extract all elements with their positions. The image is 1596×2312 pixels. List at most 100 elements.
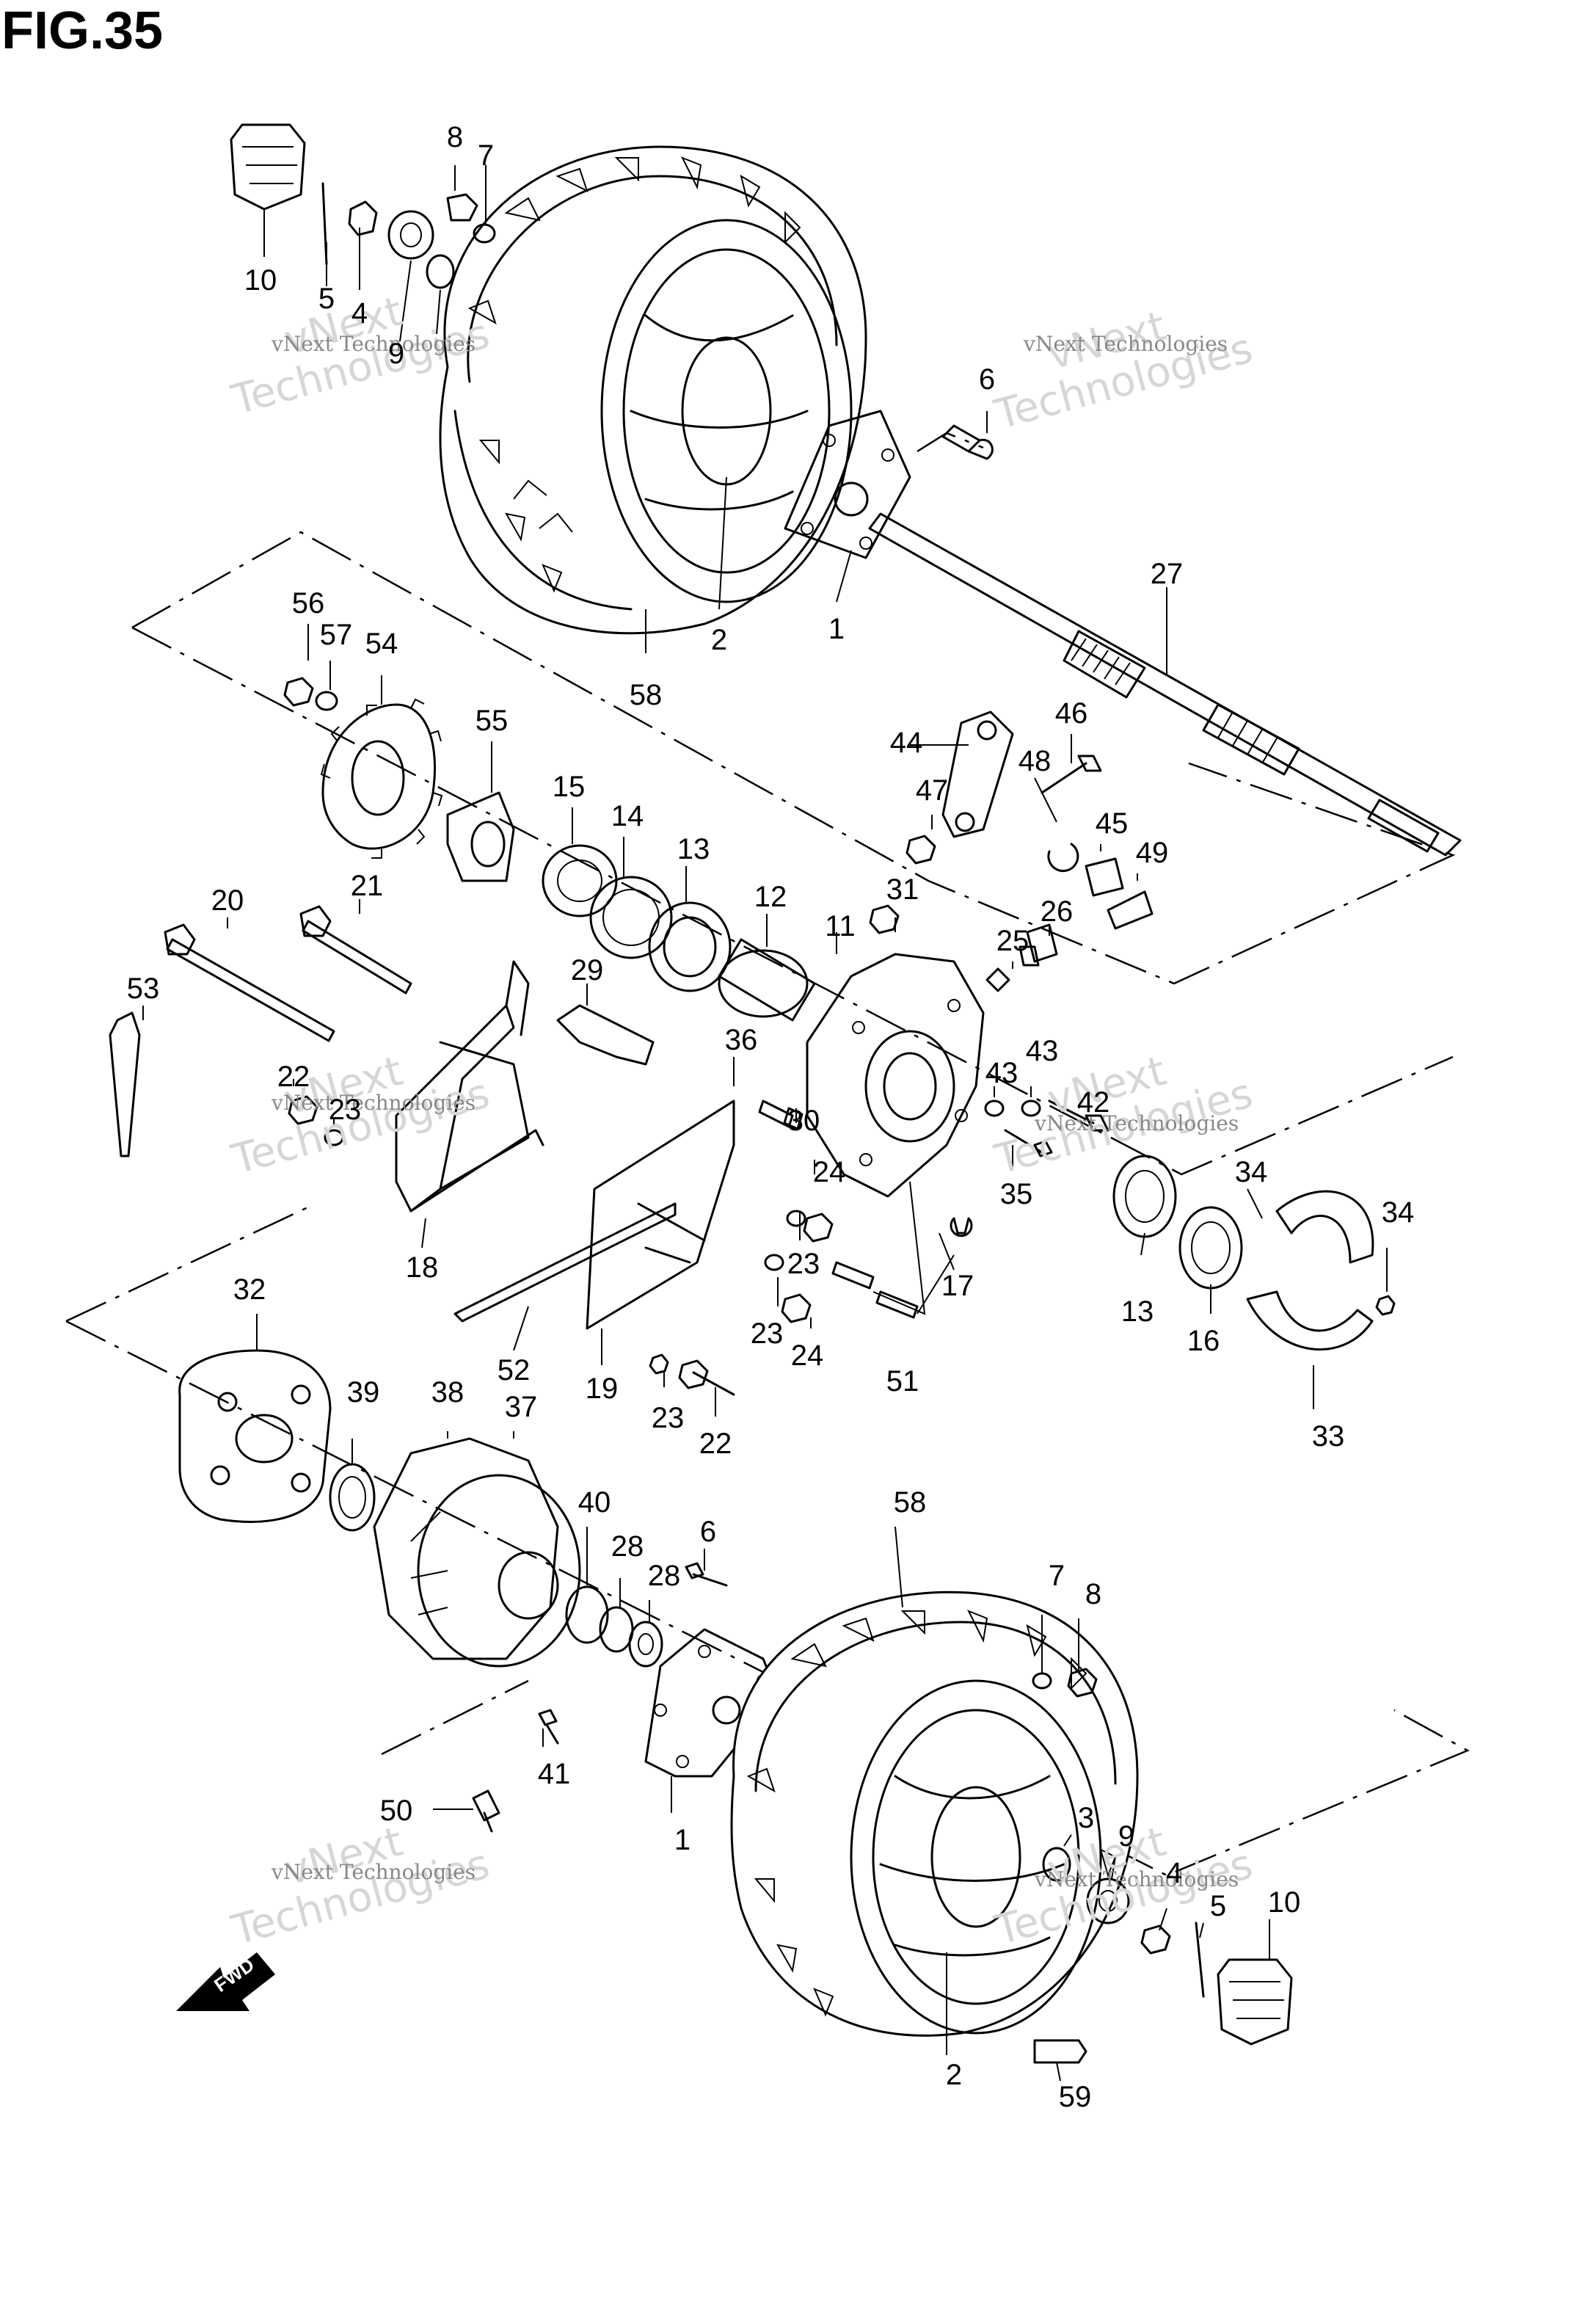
callout-9: 9 <box>1118 1820 1134 1853</box>
lower-bolts[interactable] <box>472 1562 728 1833</box>
forward-direction-arrow: FWD <box>176 1952 275 2011</box>
callout-4: 4 <box>351 297 368 330</box>
brake-cable-52[interactable] <box>453 1202 677 1323</box>
callout-24: 24 <box>813 1156 846 1188</box>
callout-10: 10 <box>244 264 277 297</box>
callout-36: 36 <box>725 1024 758 1056</box>
callout-2: 2 <box>946 2059 962 2091</box>
callout-59: 59 <box>1059 2081 1092 2113</box>
callout-50: 50 <box>380 1795 413 1827</box>
callout-12: 12 <box>754 881 787 913</box>
callout-9: 9 <box>388 338 404 370</box>
small-fasteners-mid[interactable] <box>288 1095 1109 1396</box>
figure-title: FIG.35 <box>1 1 163 60</box>
callout-6: 6 <box>979 363 995 396</box>
callout-17: 17 <box>941 1270 974 1302</box>
callout-29: 29 <box>571 954 604 986</box>
callout-35: 35 <box>1000 1178 1033 1210</box>
upper-hub-flange[interactable] <box>784 410 911 559</box>
brake-drum-38[interactable] <box>373 1437 581 1668</box>
callout-23: 23 <box>787 1248 820 1280</box>
callout-41: 41 <box>538 1758 571 1790</box>
callout-8: 8 <box>447 121 463 153</box>
upper-wheel-bolt[interactable] <box>941 424 994 460</box>
brake-drum-cover-32[interactable] <box>178 1349 332 1523</box>
callout-45: 45 <box>1096 807 1129 840</box>
callout-48: 48 <box>1019 745 1052 777</box>
callout-43: 43 <box>1026 1035 1059 1067</box>
lower-wheel-rim[interactable] <box>850 1679 1102 2035</box>
callout-56: 56 <box>292 587 325 619</box>
upper-wheel-tire[interactable] <box>439 145 867 635</box>
callout-58: 58 <box>630 679 663 711</box>
callout-55: 55 <box>475 705 509 737</box>
center-plate-19[interactable] <box>586 1099 735 1330</box>
torque-rod[interactable] <box>906 710 1154 930</box>
callout-58: 58 <box>894 1486 927 1519</box>
callout-4: 4 <box>1166 1857 1182 1889</box>
callout-26: 26 <box>1041 895 1074 928</box>
svg-text:vNext Technologies: vNext Technologies <box>1023 332 1228 356</box>
callout-37: 37 <box>505 1391 538 1423</box>
callout-25: 25 <box>996 925 1030 957</box>
callout-39: 39 <box>347 1376 380 1408</box>
callout-14: 14 <box>611 800 644 832</box>
callout-27: 27 <box>1151 558 1184 590</box>
callout-57: 57 <box>320 619 353 651</box>
svg-text:vNext Technologies: vNext Technologies <box>1034 1111 1239 1135</box>
callout-34: 34 <box>1235 1156 1268 1188</box>
callout-54: 54 <box>365 628 398 660</box>
callout-1: 1 <box>828 613 845 645</box>
callout-28: 28 <box>648 1560 681 1592</box>
callout-1: 1 <box>674 1824 690 1856</box>
brake-lever-53[interactable] <box>109 1011 141 1157</box>
sprocket-hub[interactable] <box>446 791 515 882</box>
callout-28: 28 <box>611 1530 644 1563</box>
callout-13: 13 <box>677 833 710 865</box>
callout-49: 49 <box>1136 837 1169 869</box>
callout-21: 21 <box>351 870 384 902</box>
rear-axle-shaft[interactable] <box>868 512 1462 857</box>
callout-7: 7 <box>1049 1560 1065 1592</box>
callout-52: 52 <box>498 1354 531 1386</box>
callout-42: 42 <box>1077 1086 1110 1119</box>
swingarm-bracket[interactable] <box>395 960 544 1213</box>
upper-axle-nut-set[interactable] <box>230 123 496 289</box>
callout-34: 34 <box>1382 1196 1415 1229</box>
callout-labels: 10 5 4 9 8 7 6 27 2 1 58 56 57 54 55 44 … <box>127 121 1415 2113</box>
hub-spacers-40-28[interactable] <box>565 1585 663 1668</box>
callout-18: 18 <box>406 1251 439 1284</box>
callout-5: 5 <box>318 283 335 315</box>
callout-32: 32 <box>233 1273 266 1306</box>
oil-seal-39[interactable] <box>329 1463 376 1532</box>
upper-wheel-rim[interactable] <box>600 219 853 603</box>
callout-23: 23 <box>652 1402 685 1434</box>
valve-stem-59[interactable] <box>1033 2039 1087 2064</box>
chain-guide-29[interactable] <box>556 1004 655 1066</box>
callout-43: 43 <box>985 1057 1019 1089</box>
lower-wheel-tire[interactable] <box>730 1591 1139 2037</box>
svg-text:vNext Technologies: vNext Technologies <box>271 1091 475 1115</box>
callout-24: 24 <box>791 1339 824 1372</box>
sprocket-nut-washer[interactable] <box>283 677 338 711</box>
callout-51: 51 <box>886 1365 919 1397</box>
callout-47: 47 <box>916 774 949 807</box>
callout-20: 20 <box>211 884 244 917</box>
callout-13: 13 <box>1121 1295 1154 1328</box>
carrier-housing[interactable] <box>806 904 1058 1198</box>
callout-5: 5 <box>1210 1890 1226 1922</box>
callout-40: 40 <box>578 1486 611 1519</box>
bearing-stack-upper[interactable] <box>542 844 816 1022</box>
long-bolts[interactable] <box>164 905 412 1042</box>
callout-7: 7 <box>478 139 494 172</box>
callout-8: 8 <box>1085 1578 1101 1610</box>
lower-axle-nut-set[interactable] <box>1032 1668 1293 2046</box>
callout-10: 10 <box>1268 1886 1301 1919</box>
callout-16: 16 <box>1187 1325 1220 1357</box>
callout-33: 33 <box>1312 1420 1345 1453</box>
callout-31: 31 <box>886 873 919 906</box>
callout-22: 22 <box>277 1061 310 1093</box>
callout-6: 6 <box>700 1516 716 1548</box>
rear-sprocket[interactable] <box>320 698 443 859</box>
